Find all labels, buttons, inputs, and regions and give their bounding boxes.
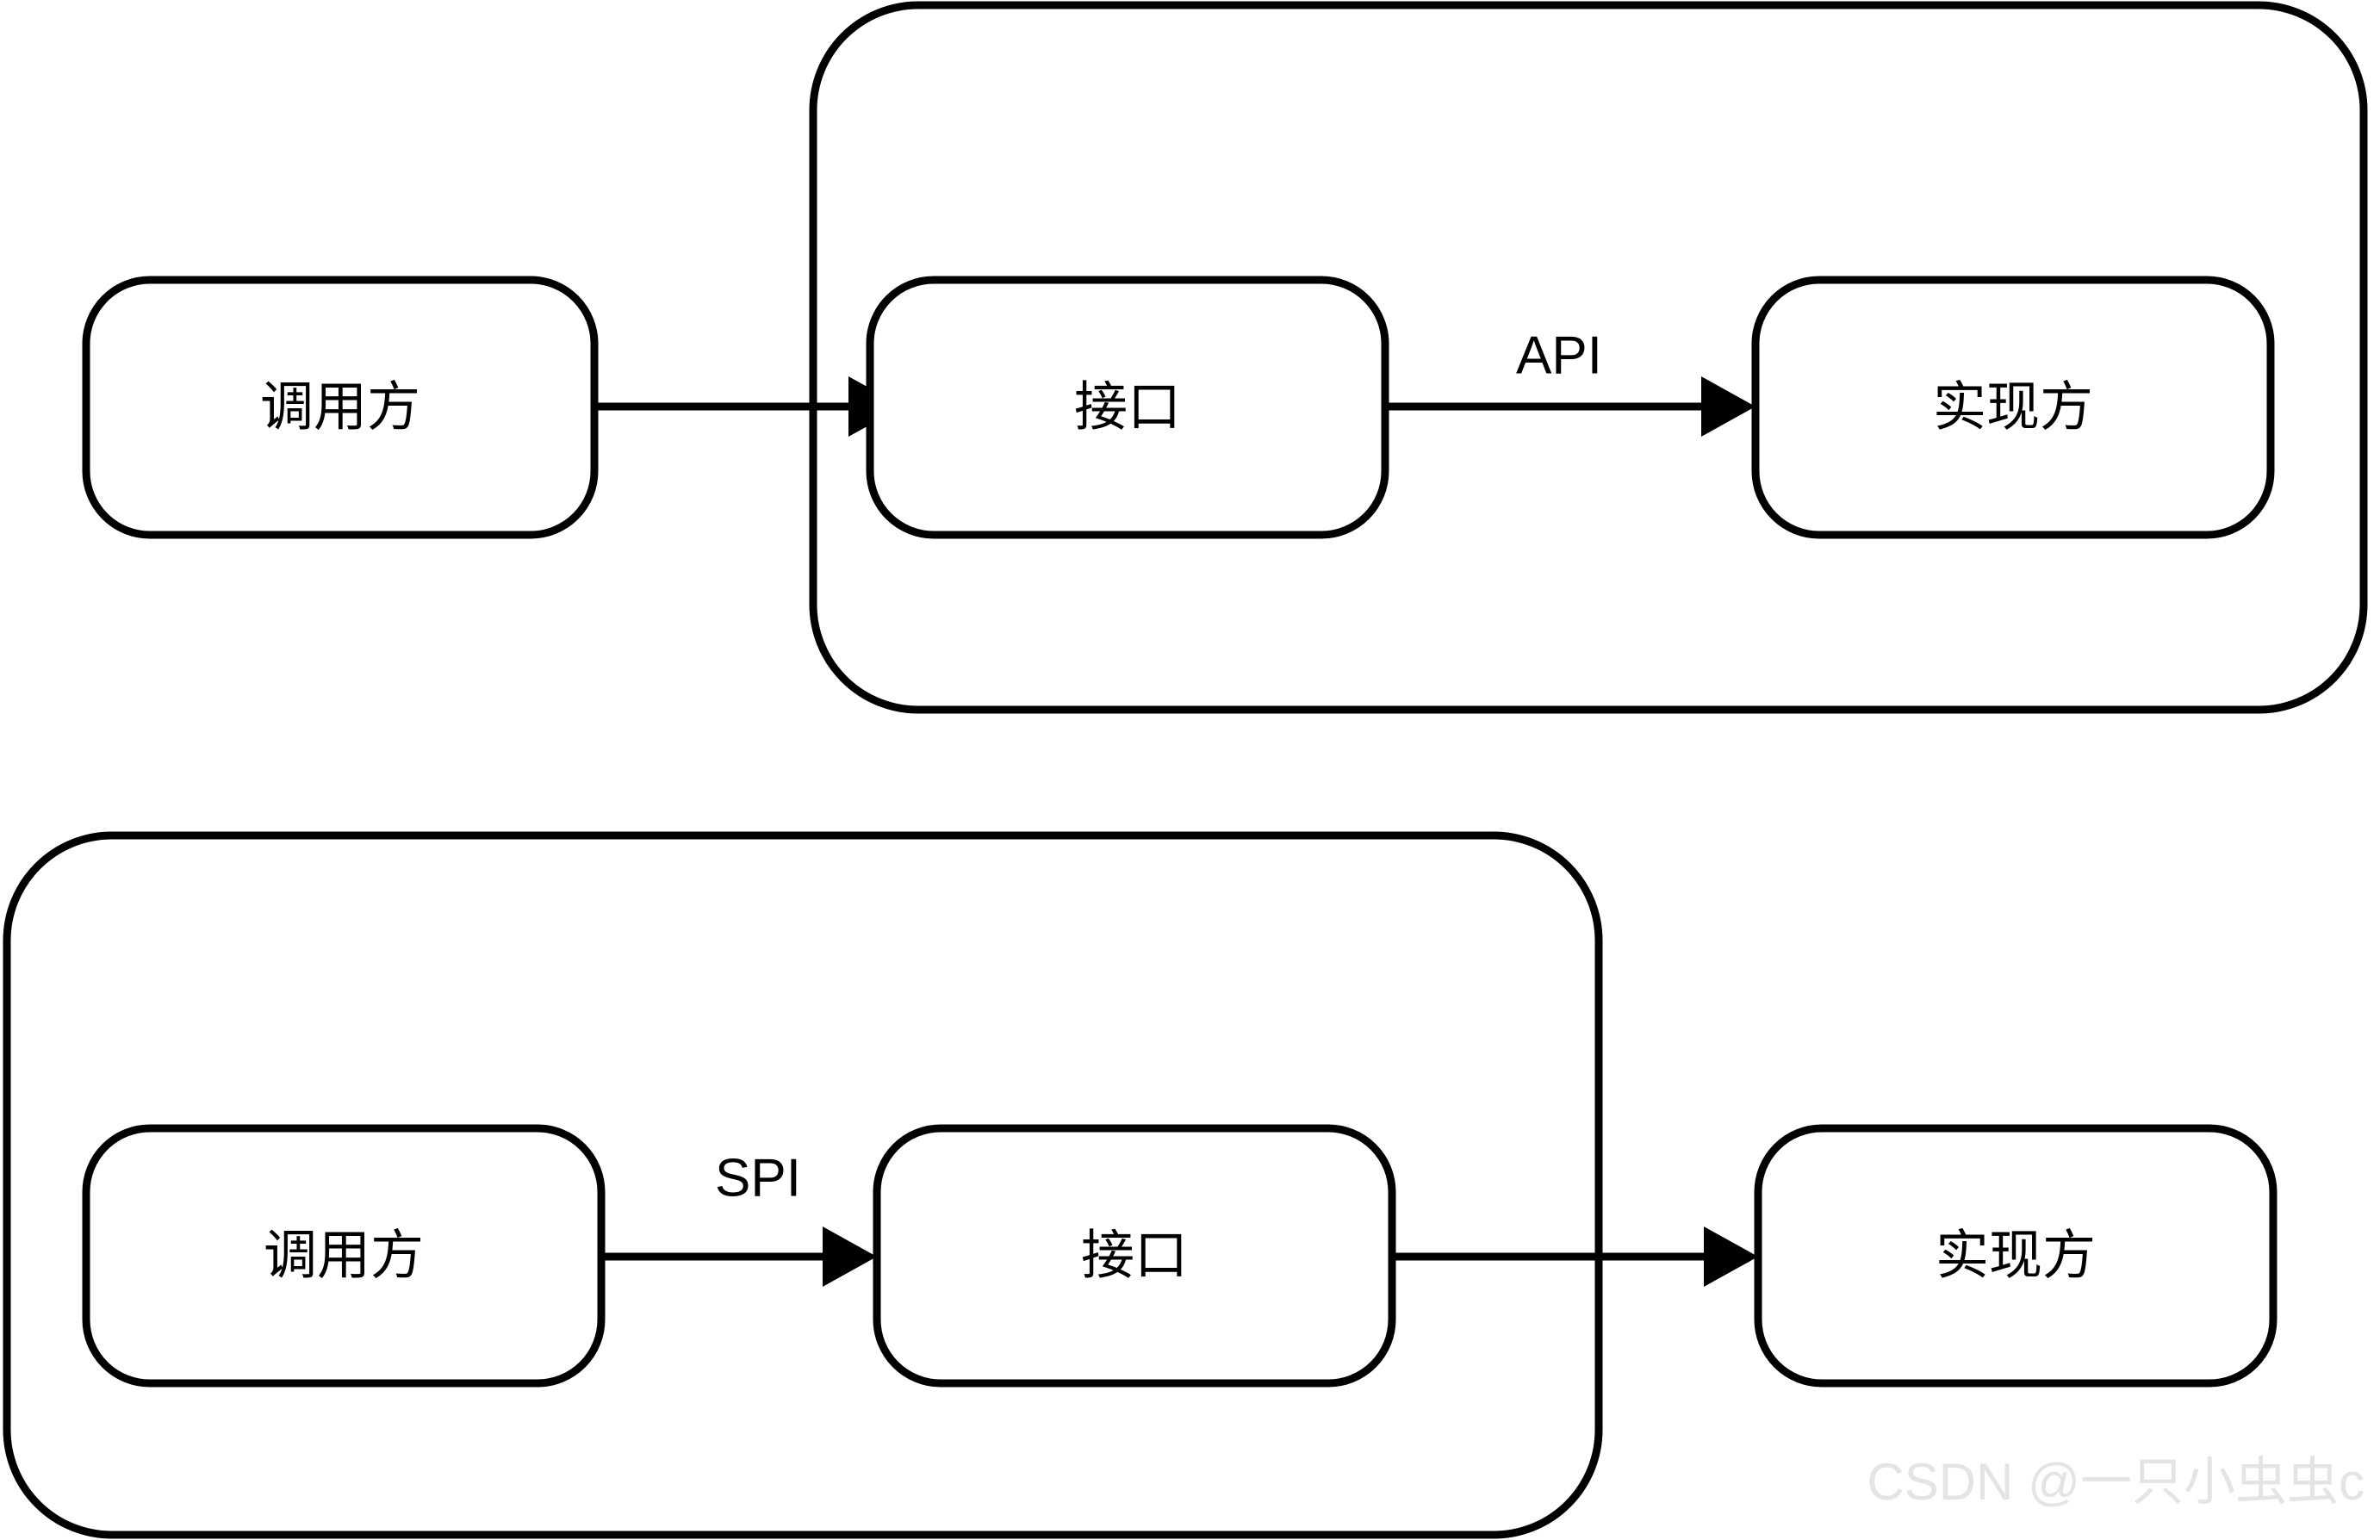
node-api-impl-label: 实现方 [1933,377,2093,437]
spi-consumer-group-boundary [3,831,1603,1539]
edge-api-2-label: API [1516,326,1602,385]
api-provider-group-boundary [809,1,2368,714]
node-spi-impl-shape[interactable] [1754,1124,2277,1388]
edge-spi-interface-to-impl [1392,1226,1758,1287]
edge-api-caller-to-interface [594,376,903,437]
spi-section-group: 调用方 SPI 接口 实现方 [3,831,2277,1539]
node-api-interface[interactable]: 接口 [866,276,1389,539]
node-api-caller[interactable]: 调用方 [82,276,599,539]
node-spi-impl[interactable]: 实现方 [1754,1124,2277,1388]
api-section-group: 调用方 接口 API 实现方 [82,1,2368,714]
node-api-caller-label: 调用方 [260,377,420,437]
csdn-watermark: CSDN @一只小虫虫c [1867,1453,2364,1511]
node-spi-caller-label: 调用方 [264,1226,424,1285]
node-api-impl-shape[interactable] [1751,276,2275,539]
edge-spi-caller-to-interface: SPI [601,1148,877,1287]
node-spi-caller[interactable]: 调用方 [82,1124,606,1388]
edge-api-interface-to-impl: API [1385,326,1755,437]
node-api-impl[interactable]: 实现方 [1751,276,2275,539]
edge-spi-1-arrowhead-icon [823,1226,877,1287]
node-spi-interface-label: 接口 [1081,1226,1188,1285]
node-spi-interface[interactable]: 接口 [873,1124,1396,1388]
edge-api-2-arrowhead-icon [1701,376,1755,437]
edge-spi-1-label: SPI [715,1148,801,1208]
edge-spi-2-arrowhead-icon [1704,1226,1758,1287]
node-spi-impl-label: 实现方 [1936,1226,2096,1285]
node-api-interface-label: 接口 [1074,377,1181,437]
